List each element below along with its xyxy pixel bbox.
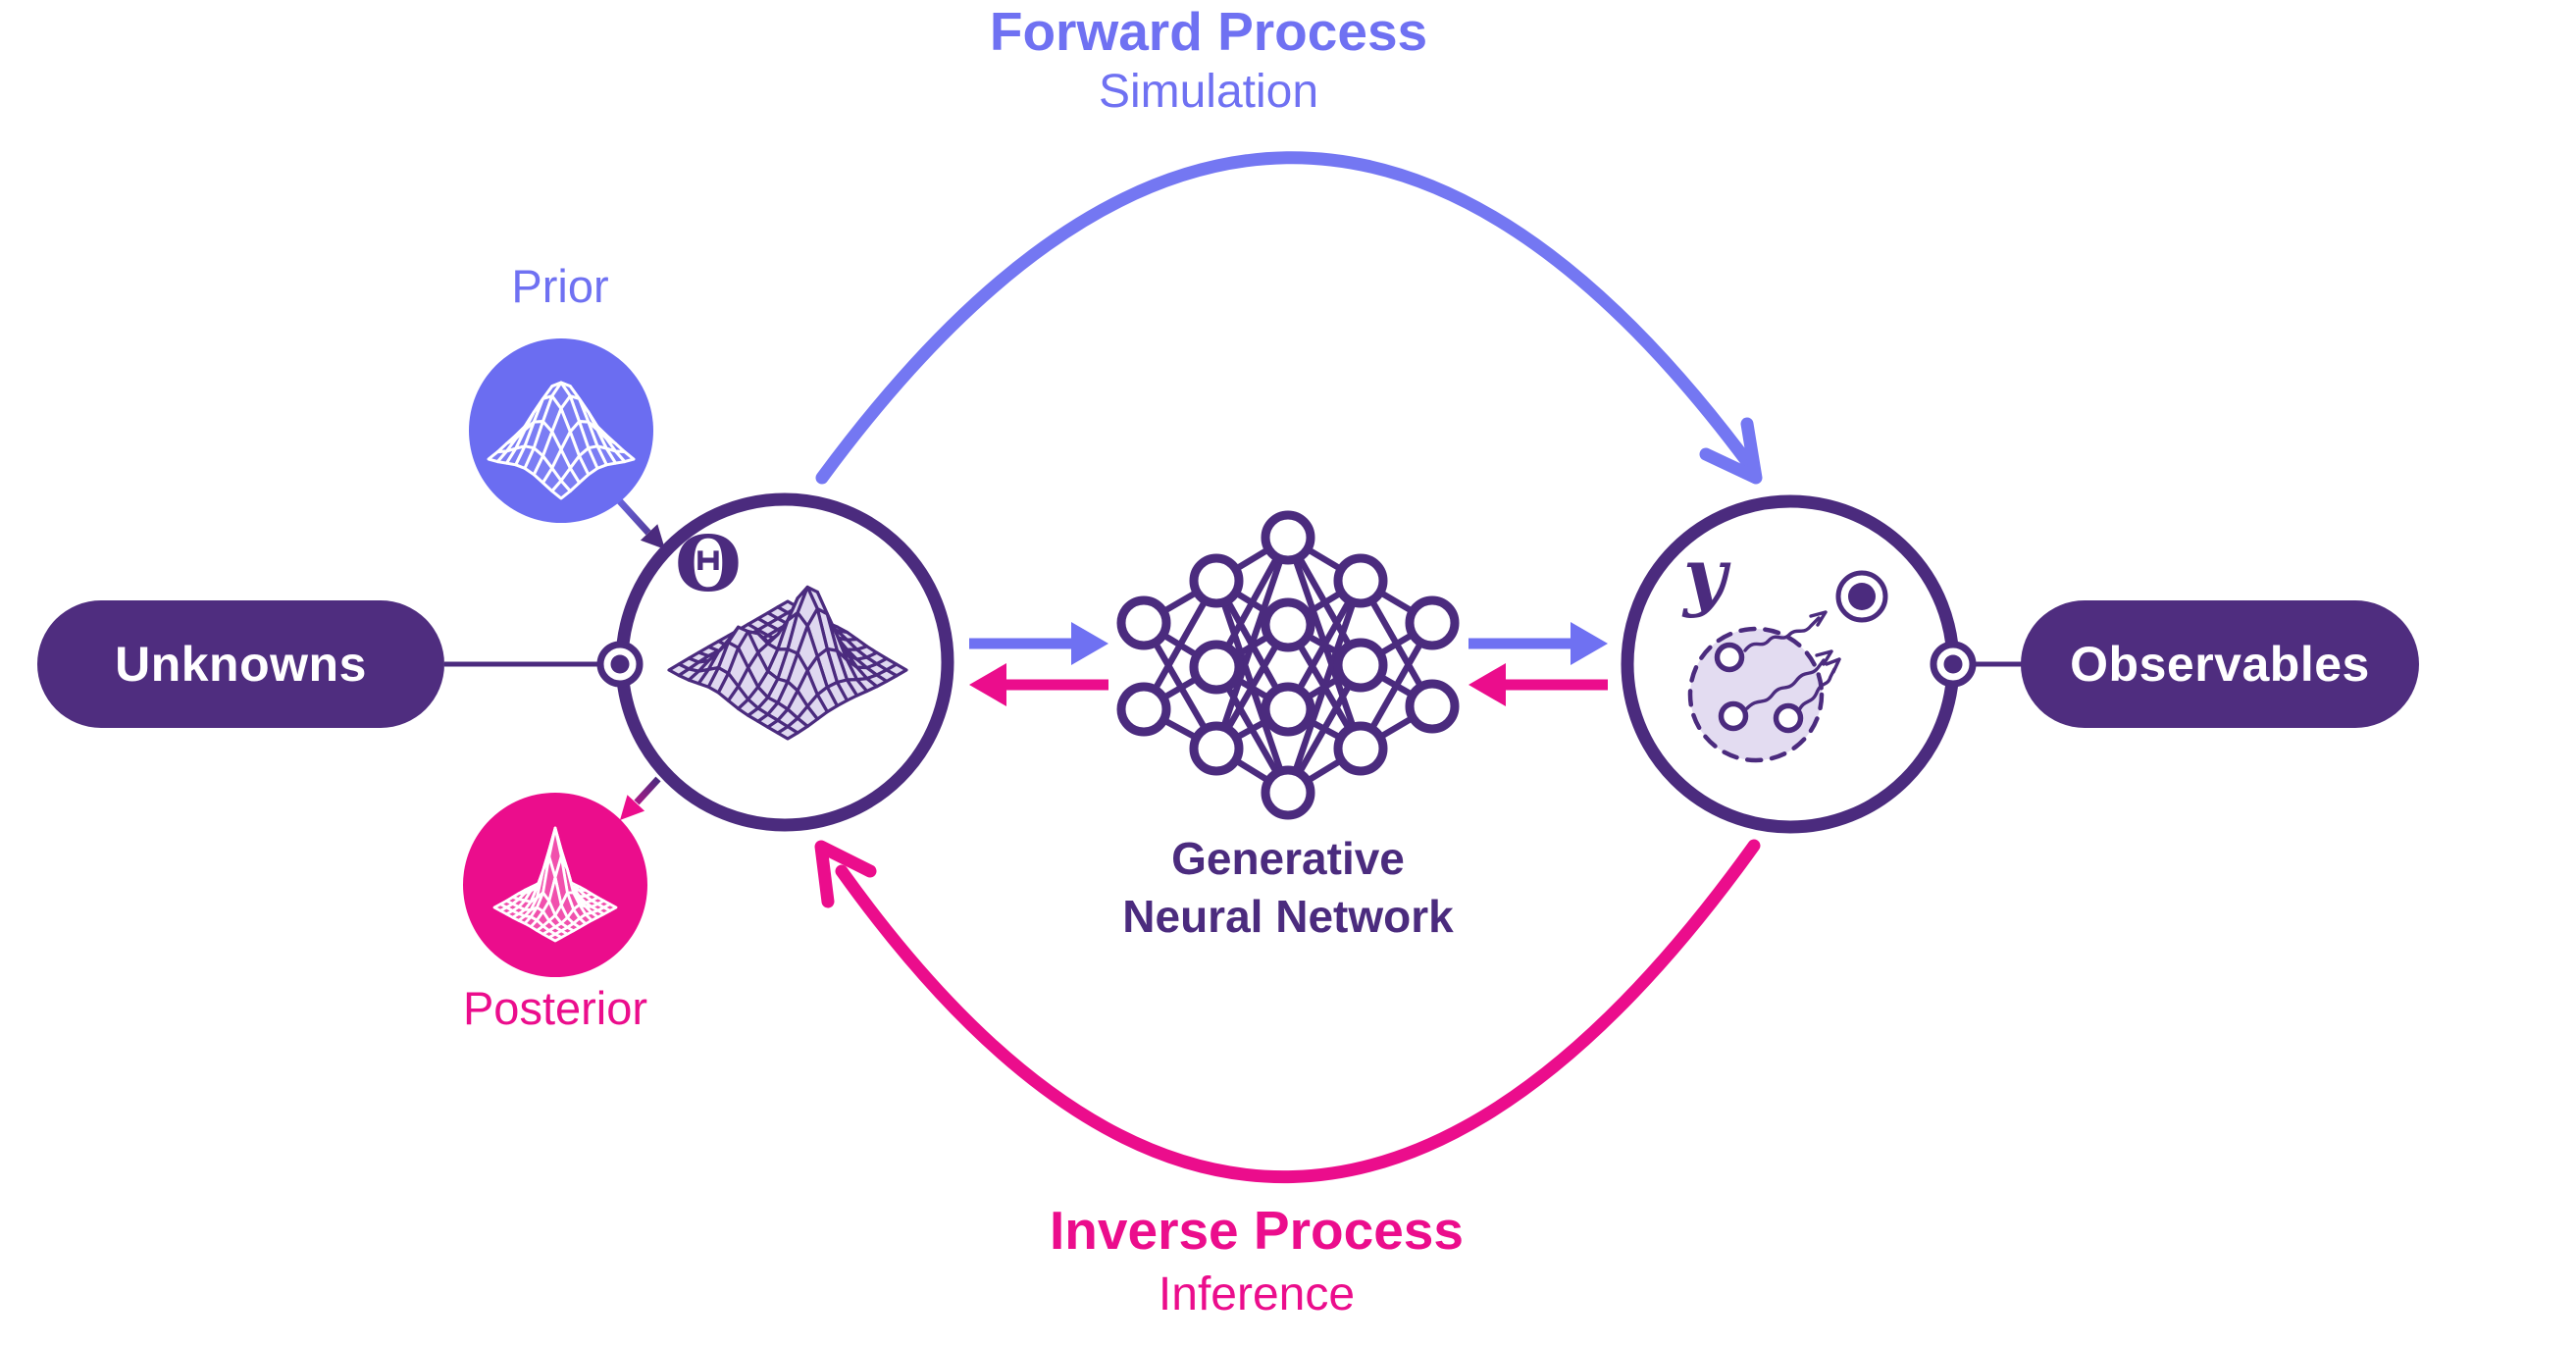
forward-process-subtitle: Simulation [1098,66,1319,118]
observation-scatter-target-icon [1687,570,1888,763]
theta-symbol: Θ [675,520,742,609]
inverse-arc-arrow [814,839,1761,1183]
observables-y-node [1621,494,1960,834]
sample-trajectory-squiggles [1743,610,1841,712]
unknowns-connector-dot-icon [596,641,644,688]
forward-process-title: Forward Process [989,1,1428,62]
network-to-theta-arrow [969,663,1108,706]
prior-label: Prior [511,260,609,312]
network-to-y-arrow [1468,622,1608,665]
inverse-process-subtitle: Inference [1158,1268,1356,1320]
network-label: Generative Neural Network [1043,830,1533,946]
theta-to-network-arrow [969,622,1108,665]
posterior-label: Posterior [462,982,648,1034]
unknowns-pill: Unknowns [37,600,444,728]
y-to-network-arrow [1468,663,1608,706]
observables-pill-label: Observables [2070,637,2370,692]
inverse-arrowhead-icon [814,840,877,908]
inverse-process-title: Inverse Process [1050,1200,1464,1261]
theta-to-posterior-arrow [620,776,661,820]
network-label-line2: Neural Network [1122,890,1454,942]
forward-arc-arrow [815,151,1763,485]
forward-arrowhead-icon [1699,417,1763,485]
observables-connector-dot-icon [1930,641,1977,688]
parameter-landscape-surface-icon [667,585,908,741]
posterior-distribution-surface-icon [463,793,647,977]
network-label-line1: Generative [1171,833,1405,884]
target-dot-icon [1848,583,1876,610]
unknowns-pill-label: Unknowns [115,637,367,692]
prior-distribution-surface-icon [469,338,653,523]
observables-pill: Observables [2021,600,2419,728]
neural-network-icon [1116,510,1460,820]
y-symbol: y [1683,532,1727,619]
unknowns-theta-node [615,492,954,832]
